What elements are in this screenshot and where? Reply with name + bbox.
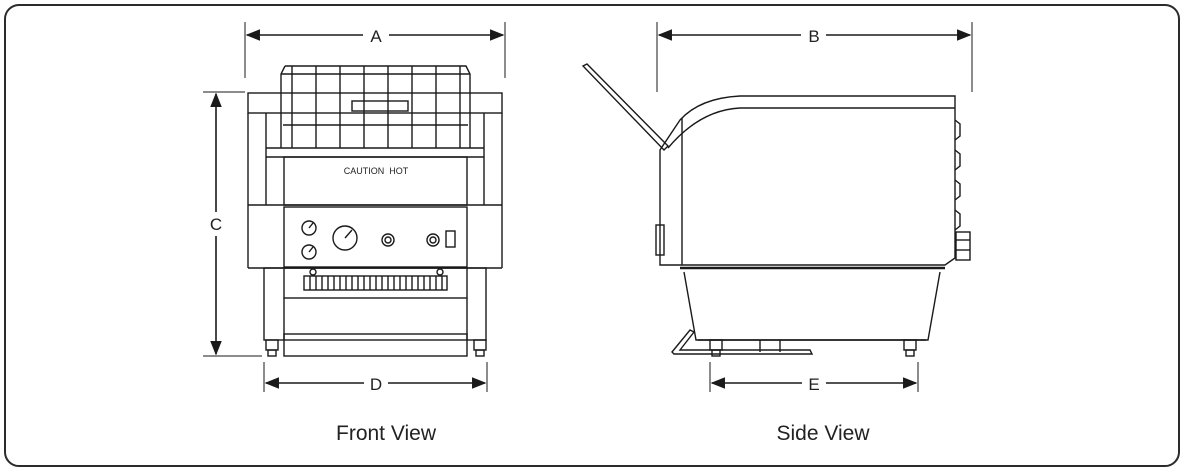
side-view-caption: Side View bbox=[776, 422, 870, 445]
dimension-label-d: D bbox=[370, 375, 382, 394]
caution-hot-label: CAUTION HOT bbox=[344, 166, 409, 176]
dimension-label-a: A bbox=[370, 27, 382, 46]
dimension-label-b: B bbox=[808, 27, 819, 46]
dimension-label-c: C bbox=[210, 215, 222, 234]
dimension-label-e: E bbox=[808, 375, 819, 394]
front-view-caption: Front View bbox=[336, 422, 437, 445]
side-view-drawing bbox=[581, 22, 973, 392]
diagram-frame bbox=[4, 4, 1180, 467]
front-view-drawing bbox=[203, 22, 506, 392]
